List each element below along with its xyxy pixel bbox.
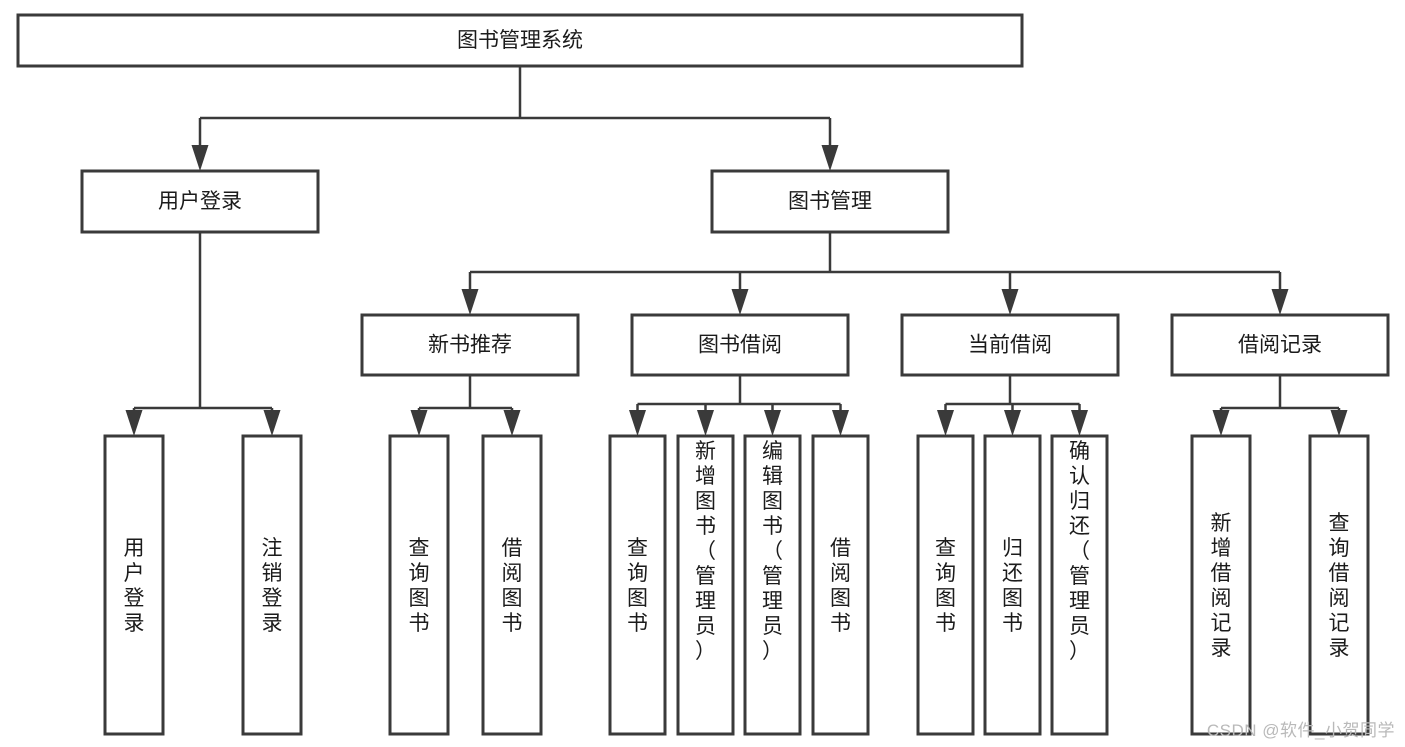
node-new-book-rec[interactable]: 新书推荐 — [360, 313, 580, 377]
node-box — [900, 313, 1120, 377]
node-leaf-return-book[interactable]: 归还图书 — [983, 434, 1042, 736]
arrow-head-icon — [461, 289, 479, 315]
node-box — [80, 169, 320, 234]
node-label: 用户登录 — [158, 190, 242, 213]
node-leaf-add-book-admin[interactable]: 新增图书（管理员） — [676, 434, 735, 736]
node-box — [916, 434, 975, 736]
node-leaf-query-book-borrow[interactable]: 查询图书 — [608, 434, 667, 736]
arrow-head-icon — [764, 410, 781, 436]
connector-borrow-record-to-leaves — [1212, 375, 1348, 436]
node-label: 查询借阅记录 — [1329, 512, 1350, 660]
node-box — [743, 434, 802, 736]
node-box — [481, 434, 543, 736]
arrow-head-icon — [1330, 410, 1348, 436]
node-label: 查询图书 — [935, 537, 956, 635]
connector-layer — [125, 66, 1348, 436]
node-leaf-query-book-current[interactable]: 查询图书 — [916, 434, 975, 736]
connector-user-login-to-leaves — [125, 232, 281, 436]
node-box — [710, 169, 950, 234]
node-box — [1308, 434, 1370, 736]
arrow-head-icon — [1271, 289, 1289, 315]
node-leaf-user-logout[interactable]: 注销登录 — [241, 434, 303, 736]
watermark-text: CSDN @软件_小贺同学 — [1206, 721, 1395, 740]
node-label: 借阅图书 — [502, 537, 523, 635]
node-label: 查询图书 — [409, 537, 430, 635]
node-leaf-query-book-rec[interactable]: 查询图书 — [388, 434, 450, 736]
node-user-login[interactable]: 用户登录 — [80, 169, 320, 234]
node-box — [630, 313, 850, 377]
node-book-borrow[interactable]: 图书借阅 — [630, 313, 850, 377]
node-label: 图书管理系统 — [457, 29, 583, 52]
arrow-head-icon — [1071, 410, 1088, 436]
node-book-manage[interactable]: 图书管理 — [710, 169, 950, 234]
node-layer: 图书管理系统用户登录图书管理新书推荐图书借阅当前借阅借阅记录用户登录注销登录查询… — [16, 13, 1390, 736]
arrow-head-icon — [731, 289, 749, 315]
node-label: 新书推荐 — [428, 334, 512, 357]
connector-current-borrow-to-leaves — [937, 375, 1088, 436]
node-label: 用户登录 — [124, 537, 145, 635]
node-label: 归还图书 — [1002, 537, 1023, 635]
connector-new-book-rec-to-leaves — [410, 375, 521, 436]
node-box — [1170, 313, 1390, 377]
node-label: 确认归还（管理员） — [1069, 440, 1090, 663]
node-root[interactable]: 图书管理系统 — [16, 13, 1024, 68]
node-label: 新增图书（管理员） — [695, 440, 716, 663]
node-label: 图书管理 — [788, 190, 872, 213]
node-label: 借阅记录 — [1238, 334, 1322, 357]
node-leaf-add-borrow-record[interactable]: 新增借阅记录 — [1190, 434, 1252, 736]
node-box — [16, 13, 1024, 68]
node-box — [983, 434, 1042, 736]
connector-book-borrow-to-leaves — [629, 375, 849, 436]
arrow-head-icon — [1004, 410, 1021, 436]
connector-book-manage-to-level3 — [461, 232, 1289, 315]
node-borrow-record[interactable]: 借阅记录 — [1170, 313, 1390, 377]
node-box — [811, 434, 870, 736]
node-label: 注销登录 — [262, 537, 283, 635]
node-box — [388, 434, 450, 736]
node-box — [1050, 434, 1109, 736]
node-box — [103, 434, 165, 736]
arrow-head-icon — [1001, 289, 1019, 315]
node-box — [360, 313, 580, 377]
arrow-head-icon — [697, 410, 714, 436]
arrow-head-icon — [410, 410, 428, 436]
node-current-borrow[interactable]: 当前借阅 — [900, 313, 1120, 377]
node-box — [241, 434, 303, 736]
node-label: 借阅图书 — [830, 537, 851, 635]
arrow-head-icon — [191, 145, 209, 171]
node-leaf-edit-book-admin[interactable]: 编辑图书（管理员） — [743, 434, 802, 736]
node-leaf-confirm-return-admin[interactable]: 确认归还（管理员） — [1050, 434, 1109, 736]
node-label: 查询图书 — [627, 537, 648, 635]
node-label: 图书借阅 — [698, 334, 782, 357]
node-leaf-user-login[interactable]: 用户登录 — [103, 434, 165, 736]
arrow-head-icon — [629, 410, 646, 436]
arrow-head-icon — [1212, 410, 1230, 436]
connector-root-to-level2 — [191, 66, 839, 171]
node-label: 新增借阅记录 — [1211, 512, 1232, 660]
arrow-head-icon — [832, 410, 849, 436]
node-leaf-borrow-book-rec[interactable]: 借阅图书 — [481, 434, 543, 736]
arrow-head-icon — [263, 410, 281, 436]
arrow-head-icon — [503, 410, 521, 436]
node-box — [676, 434, 735, 736]
node-box — [1190, 434, 1252, 736]
node-label: 当前借阅 — [968, 334, 1052, 357]
arrow-head-icon — [937, 410, 954, 436]
arrow-head-icon — [821, 145, 839, 171]
node-leaf-borrow-book[interactable]: 借阅图书 — [811, 434, 870, 736]
arrow-head-icon — [125, 410, 143, 436]
node-leaf-query-borrow-record[interactable]: 查询借阅记录 — [1308, 434, 1370, 736]
node-label: 编辑图书（管理员） — [762, 440, 783, 663]
node-box — [608, 434, 667, 736]
